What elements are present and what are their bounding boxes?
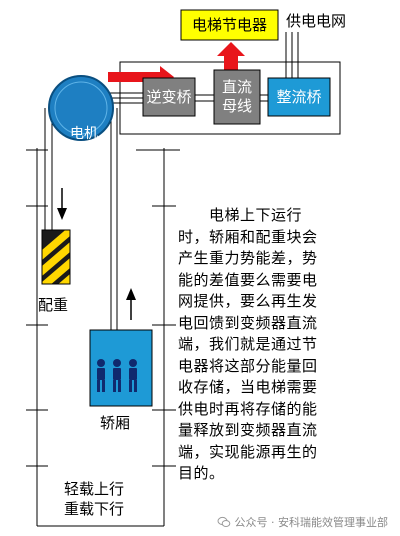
rectifier-box [267,77,331,117]
car-label: 轿厢 [100,414,131,432]
motor-sheave [48,75,114,141]
shaft-walls [26,148,180,527]
motor-to-inverter-wires [110,92,145,104]
motor-sheave-ring [54,81,108,135]
bus-to-rectifier-wires [260,94,268,102]
explanation-text: 电梯上下运行 时，轿厢和配重块会 产生重力势能差，势 能的差值要么需要电 网提供… [178,206,318,482]
right-arrow-icon [108,66,174,88]
light-load-up-label: 轻载上行 [64,480,125,498]
down-arrow-icon [57,188,67,220]
passenger-icons [97,359,137,392]
dc-bus-label: 直流 母线 [221,78,252,115]
inverter-to-bus-wires [195,94,214,102]
watermark-text: 公众号 · 安科瑞能效管理事业部 [234,516,389,529]
inverter-box [142,77,196,117]
counterweight-block [41,229,71,285]
watermark: 公众号 · 安科瑞能效管理事业部 [217,514,389,530]
dc-bus-box [213,69,261,125]
energy-saver-label: 电梯节电器 [191,15,267,34]
car-up-arrow-icon [126,288,136,320]
heavy-load-down-label: 重载下行 [64,500,125,518]
energy-saver-box [180,9,279,41]
rectifier-label: 整流桥 [276,87,322,106]
counterweight-label: 配重 [38,296,69,314]
person-icon [129,359,137,392]
power-grid-label: 供电电网 [286,12,347,30]
wechat-icon [217,516,230,527]
hoist-ropes [44,108,118,330]
motor-label: 电机 [70,126,98,142]
person-icon [97,359,105,392]
inverter-label: 逆变桥 [146,87,192,106]
up-arrow-icon [217,42,245,70]
person-icon [113,359,121,392]
